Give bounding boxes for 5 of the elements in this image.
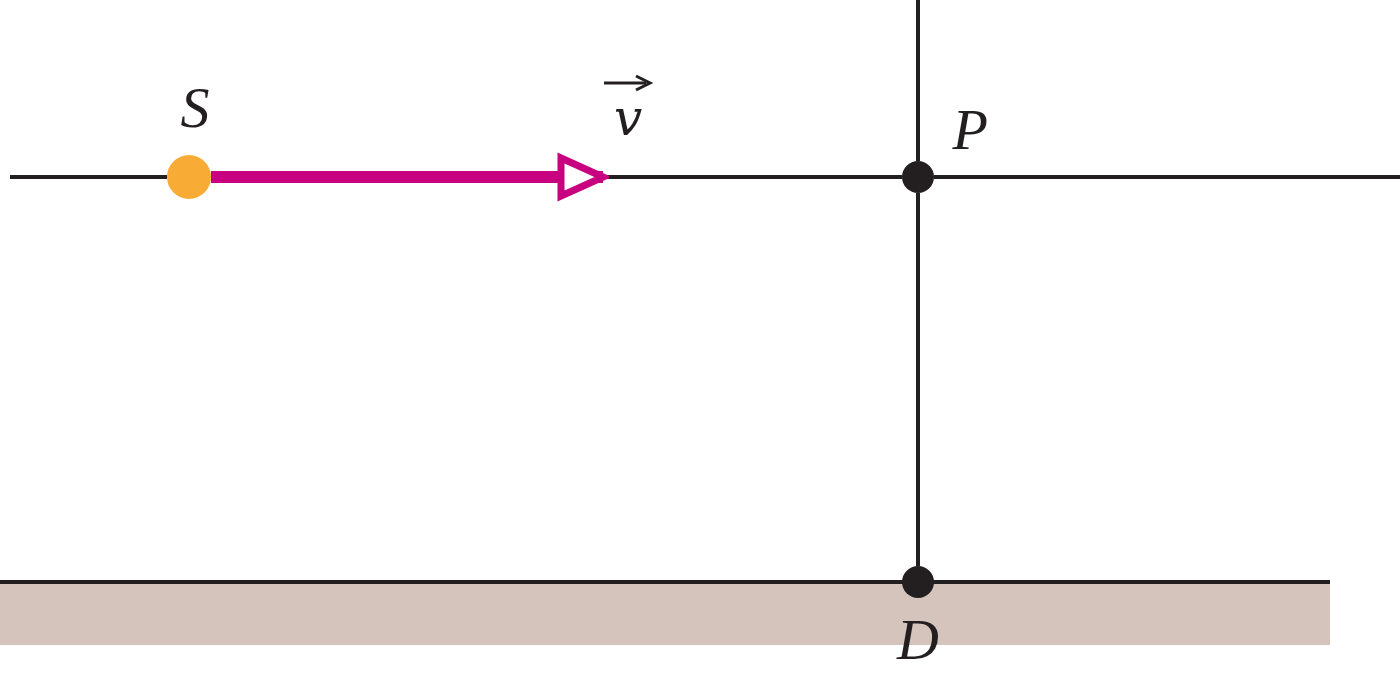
point-label: S xyxy=(180,79,210,137)
velocity-arrow xyxy=(211,154,607,200)
point-label: D xyxy=(897,611,939,669)
point-label: P xyxy=(952,101,988,159)
connector-line xyxy=(916,193,920,566)
